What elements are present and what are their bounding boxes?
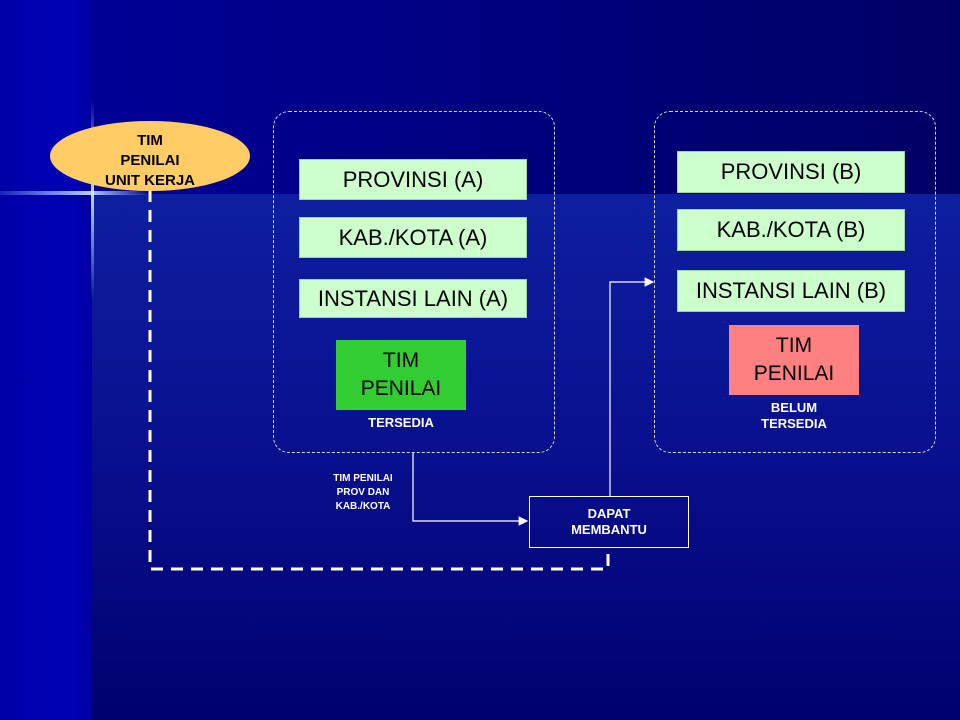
group-b-container: [654, 111, 936, 453]
group-b-kab-kota: KAB./KOTA (B): [677, 209, 905, 251]
group-b-provinsi: PROVINSI (B): [677, 151, 905, 193]
tim-penilai-unit-kerja-ellipse: TIM PENILAI UNIT KERJA: [50, 121, 250, 191]
connector-label-line1: TIM PENILAI: [333, 473, 393, 484]
background-left-strip: [0, 0, 92, 720]
group-a-container: [273, 111, 555, 453]
group-a-tim-penilai: TIM PENILAI: [336, 340, 466, 410]
group-b-tim-line2: PENILAI: [753, 362, 835, 385]
group-a-instansi-lain: INSTANSI LAIN (A): [299, 279, 527, 318]
ellipse-line2: PENILAI: [120, 152, 180, 169]
ellipse-line3: UNIT KERJA: [104, 172, 195, 189]
glow-horizontal: [0, 191, 150, 195]
group-a-tim-line2: PENILAI: [360, 377, 442, 400]
ellipse-line1: TIM: [137, 132, 163, 149]
group-a-status: TERSEDIA: [368, 415, 434, 430]
group-b-tim-line1: TIM: [775, 334, 813, 357]
group-a-provinsi: PROVINSI (A): [299, 159, 527, 200]
connector-label: TIM PENILAI PROV DAN KAB./KOTA: [310, 472, 416, 514]
arrow-dapat-to-group-b: [609, 277, 655, 496]
dashed-connector: [148, 190, 610, 571]
glow-vertical: [91, 100, 94, 300]
dapat-line1: DAPAT: [587, 506, 631, 521]
dapat-membantu-box: DAPAT MEMBANTU: [529, 496, 689, 548]
group-b-status: BELUM TERSEDIA: [729, 400, 859, 432]
group-b-status-line1: BELUM: [770, 400, 818, 415]
group-b-tim-penilai: TIM PENILAI: [729, 325, 859, 395]
connector-label-line2: PROV DAN: [336, 487, 390, 498]
group-a-tim-line1: TIM: [382, 349, 420, 372]
connector-label-line3: KAB./KOTA: [335, 501, 391, 512]
group-b-status-line2: TERSEDIA: [761, 416, 827, 431]
dapat-line2: MEMBANTU: [571, 522, 647, 537]
group-a-kab-kota: KAB./KOTA (A): [299, 217, 527, 258]
arrow-group-a-to-dapat: [412, 452, 529, 526]
group-b-instansi-lain: INSTANSI LAIN (B): [677, 270, 905, 312]
